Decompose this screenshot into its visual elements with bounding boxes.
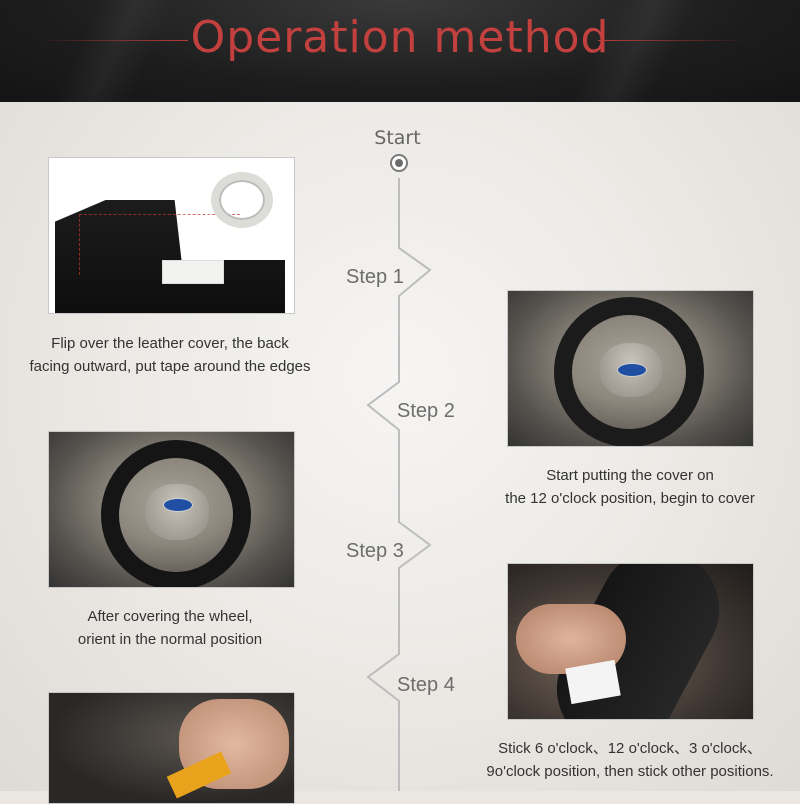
- step-4-photo: [507, 563, 754, 720]
- leather-texture: [480, 0, 780, 102]
- step-4-caption-line-2: 9o'clock position, then stick other posi…: [486, 763, 774, 780]
- step-2-caption: Start putting the cover on the 12 o'cloc…: [480, 464, 780, 510]
- ford-logo-icon: [617, 363, 647, 377]
- step-4-caption: Stick 6 o'clock、12 o'clock、3 o'clock、 9o…: [460, 737, 800, 783]
- step-5-photo: [48, 692, 295, 804]
- step-2-label: Step 2: [397, 400, 455, 422]
- start-label: Start: [374, 127, 421, 149]
- red-stitching: [79, 214, 240, 275]
- step-4-label: Step 4: [397, 674, 455, 696]
- step-2-photo: [507, 290, 754, 447]
- step-3-caption-line-1: After covering the wheel,: [87, 608, 253, 625]
- step-1-caption-line-1: Flip over the leather cover, the back: [51, 335, 289, 352]
- tape-strip: [162, 260, 224, 284]
- step-2-caption-line-2: the 12 o'clock position, begin to cover: [505, 490, 755, 507]
- tape-roll: [211, 172, 273, 228]
- step-3-label: Step 3: [346, 540, 404, 562]
- step-3-caption-line-2: orient in the normal position: [77, 631, 263, 648]
- start-marker-icon: [390, 154, 408, 172]
- step-3-caption: After covering the wheel, orient in the …: [20, 605, 320, 651]
- step-1-caption: Flip over the leather cover, the back fa…: [20, 332, 320, 378]
- page-title: Operation method: [190, 12, 610, 63]
- step-4-caption-line-1: Stick 6 o'clock、12 o'clock、3 o'clock、: [498, 740, 762, 757]
- step-1-photo: [48, 157, 295, 314]
- step-1-label: Step 1: [346, 266, 404, 288]
- ford-logo-icon: [163, 498, 193, 512]
- title-divider-right: [598, 40, 738, 41]
- step-1-caption-line-2: facing outward, put tape around the edge…: [29, 358, 311, 375]
- wheel-hub: [145, 484, 209, 540]
- step-2-caption-line-1: Start putting the cover on: [546, 467, 714, 484]
- leather-texture: [0, 0, 260, 102]
- header-banner: Operation method: [0, 0, 800, 102]
- title-divider-left: [48, 40, 188, 41]
- step-3-photo: [48, 431, 295, 588]
